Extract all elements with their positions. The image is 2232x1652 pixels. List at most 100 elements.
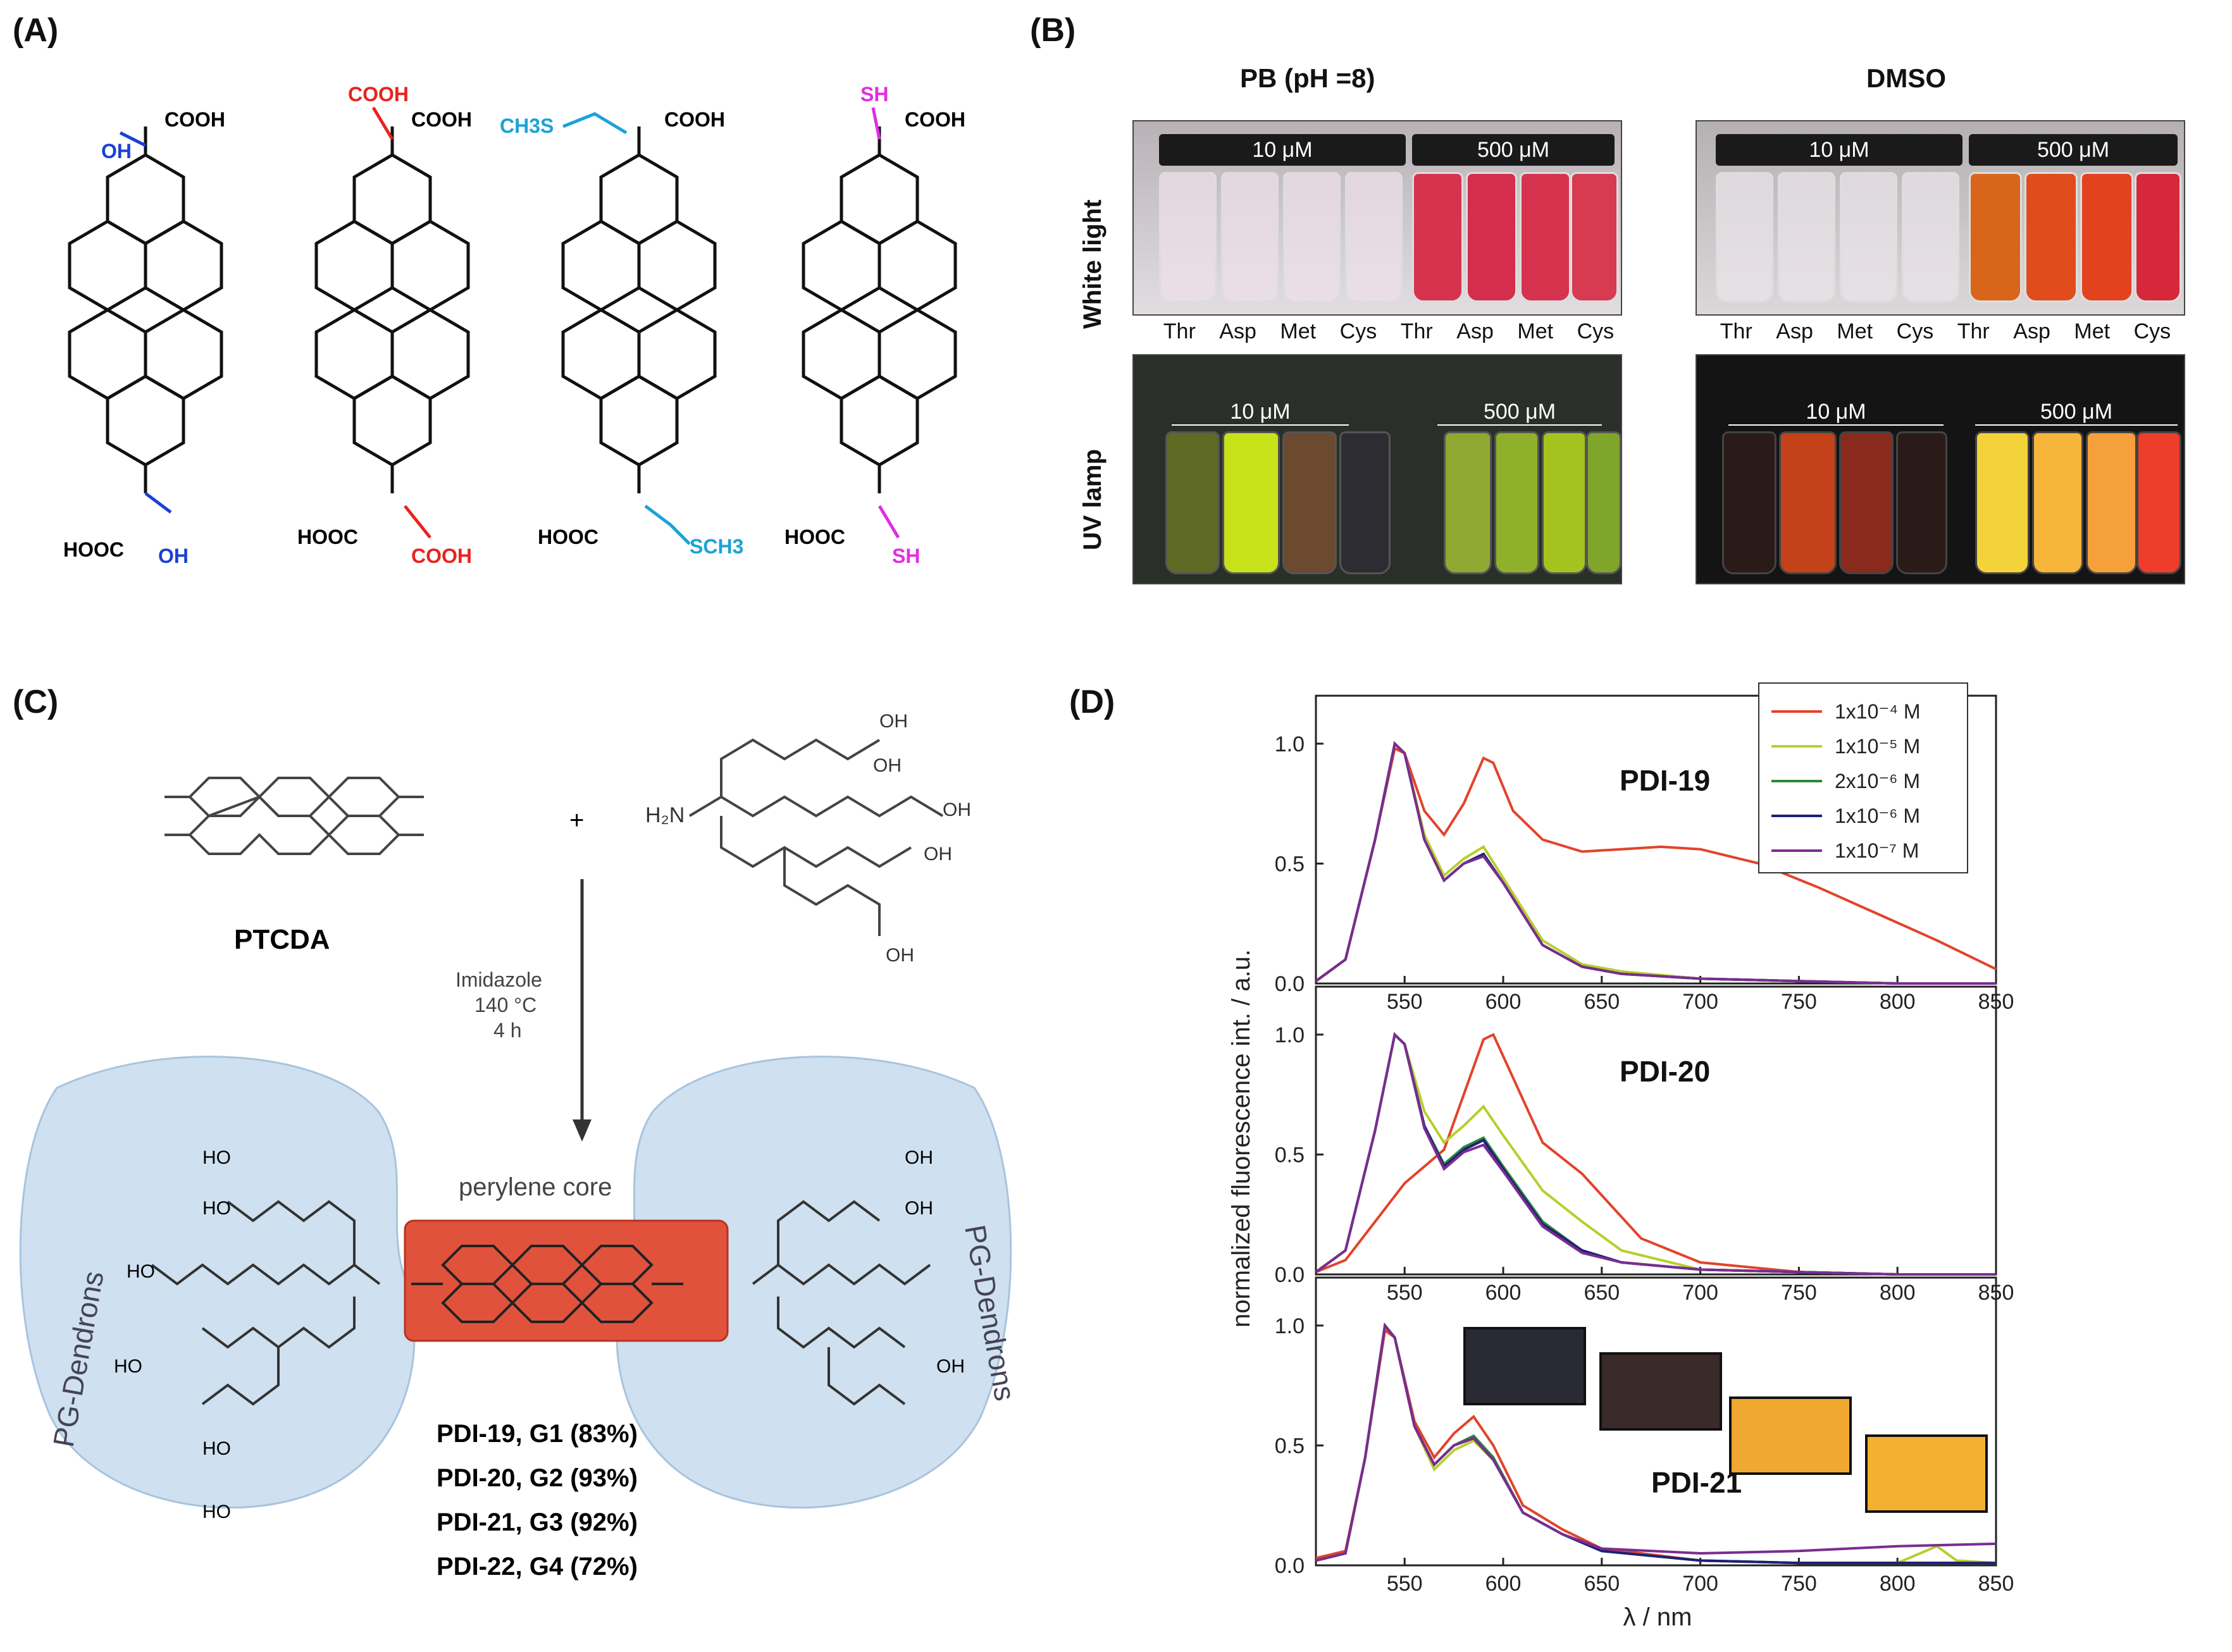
pb-amino-0: Thr: [1163, 319, 1196, 343]
inset-photo-1: [1599, 1352, 1722, 1431]
condition-1: 140 °C: [474, 994, 536, 1016]
dmso-amino-7: Cys: [2133, 319, 2171, 343]
subplot-title-2: PDI-21: [1651, 1466, 1742, 1499]
amine-oh-1: OH: [873, 755, 902, 776]
perylene-core-label: perylene core: [459, 1173, 612, 1201]
xtick-label-0-2: 650: [1584, 990, 1620, 1014]
photo-pb-uv: 10 μM 500 μM: [1132, 354, 1622, 584]
dmso-amino-2: Met: [1837, 319, 1873, 343]
left-ho-3: HO: [114, 1356, 142, 1377]
xtick-label-1-5: 800: [1880, 1281, 1916, 1305]
dmso-white-conc-10: 10 μM: [1809, 138, 1869, 162]
xtick-label-2-4: 750: [1781, 1572, 1817, 1596]
ytick-label-1-0: 0.0: [1275, 1263, 1305, 1287]
pb-amino-4: Thr: [1400, 319, 1433, 343]
right-oh-2: OH: [936, 1356, 965, 1377]
panel-label-c: (C): [13, 684, 59, 720]
amine-oh-4: OH: [886, 945, 914, 966]
inset-photo-0: [1463, 1327, 1586, 1405]
subplot-frame-1: [1315, 985, 1997, 1276]
amine-label: H₂N: [645, 803, 685, 827]
xtick-label-0-4: 750: [1781, 990, 1817, 1014]
header-dmso: DMSO: [1866, 63, 1946, 93]
ytick-label-1-1: 0.5: [1275, 1143, 1305, 1167]
xtick-label-1-0: 550: [1387, 1281, 1423, 1305]
subplot-title-1: PDI-20: [1620, 1055, 1710, 1088]
pb-amino-2: Met: [1280, 319, 1317, 343]
panel-label-a: (A): [13, 12, 59, 49]
asp-hooc-bottom: HOOC: [297, 526, 358, 548]
ytick-label-1-2: 1.0: [1275, 1023, 1305, 1047]
dmso-amino-0: Thr: [1720, 319, 1752, 343]
product-3: PDI-22, G4 (72%): [437, 1553, 638, 1581]
plus-sign: +: [569, 806, 584, 834]
structure-cys: SH COOH HOOC SH: [784, 83, 965, 567]
met-sch3-bottom: SCH3: [690, 535, 743, 558]
dmso-amino-6: Met: [2074, 319, 2111, 343]
xtick-label-1-1: 600: [1485, 1281, 1522, 1305]
left-ho-2: HO: [127, 1261, 155, 1282]
photo-dmso-uv: 10 μM 500 μM: [1696, 354, 2185, 584]
legend-box: [1758, 682, 1968, 873]
xtick-label-0-0: 550: [1387, 990, 1423, 1014]
product-1: PDI-20, G2 (93%): [437, 1464, 638, 1492]
panel-c-scheme: PTCDA + H₂N OH OH OH OH OH Imidazole 140…: [19, 711, 1022, 1581]
asp-cooh-bottom-red: COOH: [411, 545, 472, 567]
asp-cooh-top-red: COOH: [348, 83, 409, 106]
amine-oh-3: OH: [924, 844, 952, 865]
amine-oh-0: OH: [879, 711, 908, 732]
pb-amino-3: Cys: [1339, 319, 1377, 343]
dmso-uv-conc-500: 500 μM: [1975, 400, 2178, 426]
pb-amino-7: Cys: [1577, 319, 1615, 343]
series-line-1-0: [1315, 1033, 1996, 1276]
structure-thr: OH COOH HOOC OH: [63, 108, 225, 567]
xtick-label-2-1: 600: [1485, 1572, 1522, 1596]
legend-label-2: 2x10⁻⁶ M: [1835, 770, 1920, 792]
ytick-label-0-0: 0.0: [1275, 972, 1305, 996]
series-line-1-4: [1315, 1032, 1996, 1276]
xtick-label-2-2: 650: [1584, 1572, 1620, 1596]
dmso-amino-4: Thr: [1957, 319, 1990, 343]
series-line-0-0: [1315, 746, 1997, 982]
left-ho-1: HO: [202, 1198, 231, 1219]
dmso-amino-1: Asp: [1776, 319, 1813, 343]
ptcda-structure: [164, 777, 424, 855]
left-ho-0: HO: [202, 1147, 231, 1168]
series-line-0-4: [1315, 741, 1996, 985]
panel-label-b: (B): [1030, 12, 1076, 49]
condition-2: 4 h: [493, 1019, 521, 1042]
cys-sh-top: SH: [860, 83, 888, 106]
legend-label-4: 1x10⁻⁷ M: [1835, 839, 1919, 862]
xtick-label-2-0: 550: [1387, 1572, 1423, 1596]
inset-photo-2: [1729, 1396, 1852, 1475]
asp-cooh-top: COOH: [411, 108, 472, 131]
dmso-amino-labels: Thr Asp Met Cys Thr Asp Met Cys: [1708, 319, 2183, 344]
pb-amino-6: Met: [1517, 319, 1554, 343]
subplot-title-0: PDI-19: [1620, 764, 1710, 797]
header-pb: PB (pH =8): [1240, 63, 1375, 93]
xtick-label-1-3: 700: [1682, 1281, 1718, 1305]
condition-0: Imidazole: [456, 968, 542, 991]
pb-white-conc-10: 10 μM: [1252, 138, 1313, 162]
left-ho-5: HO: [202, 1501, 231, 1522]
y-axis-label: normalized fluorescence int. / a.u.: [1227, 949, 1255, 1328]
x-axis-label: λ / nm: [1623, 1603, 1692, 1631]
pb-uv-conc-10: 10 μM: [1172, 400, 1349, 426]
xtick-label-2-6: 850: [1978, 1572, 2014, 1596]
right-oh-0: OH: [905, 1147, 933, 1168]
xtick-label-2-5: 800: [1880, 1572, 1916, 1596]
series-line-2-4: [1315, 1322, 1997, 1562]
subplot-frame-2: [1315, 1276, 1997, 1567]
photo-dmso-white: 10 μM 500 μM: [1696, 120, 2185, 316]
ytick-label-2-2: 1.0: [1275, 1314, 1305, 1338]
right-oh-1: OH: [905, 1198, 933, 1219]
legend-label-0: 1x10⁻⁴ M: [1835, 700, 1921, 723]
legend-label-1: 1x10⁻⁵ M: [1835, 735, 1920, 758]
cys-hooc-bottom: HOOC: [784, 526, 845, 548]
product-2: PDI-21, G3 (92%): [437, 1508, 638, 1536]
photo-pb-white: 10 μM 500 μM: [1132, 120, 1622, 316]
row-label-uv: UV lamp: [1079, 448, 1107, 550]
met-hooc-bottom: HOOC: [538, 526, 598, 548]
product-0: PDI-19, G1 (83%): [437, 1420, 638, 1448]
row-label-white: White light: [1079, 199, 1107, 329]
